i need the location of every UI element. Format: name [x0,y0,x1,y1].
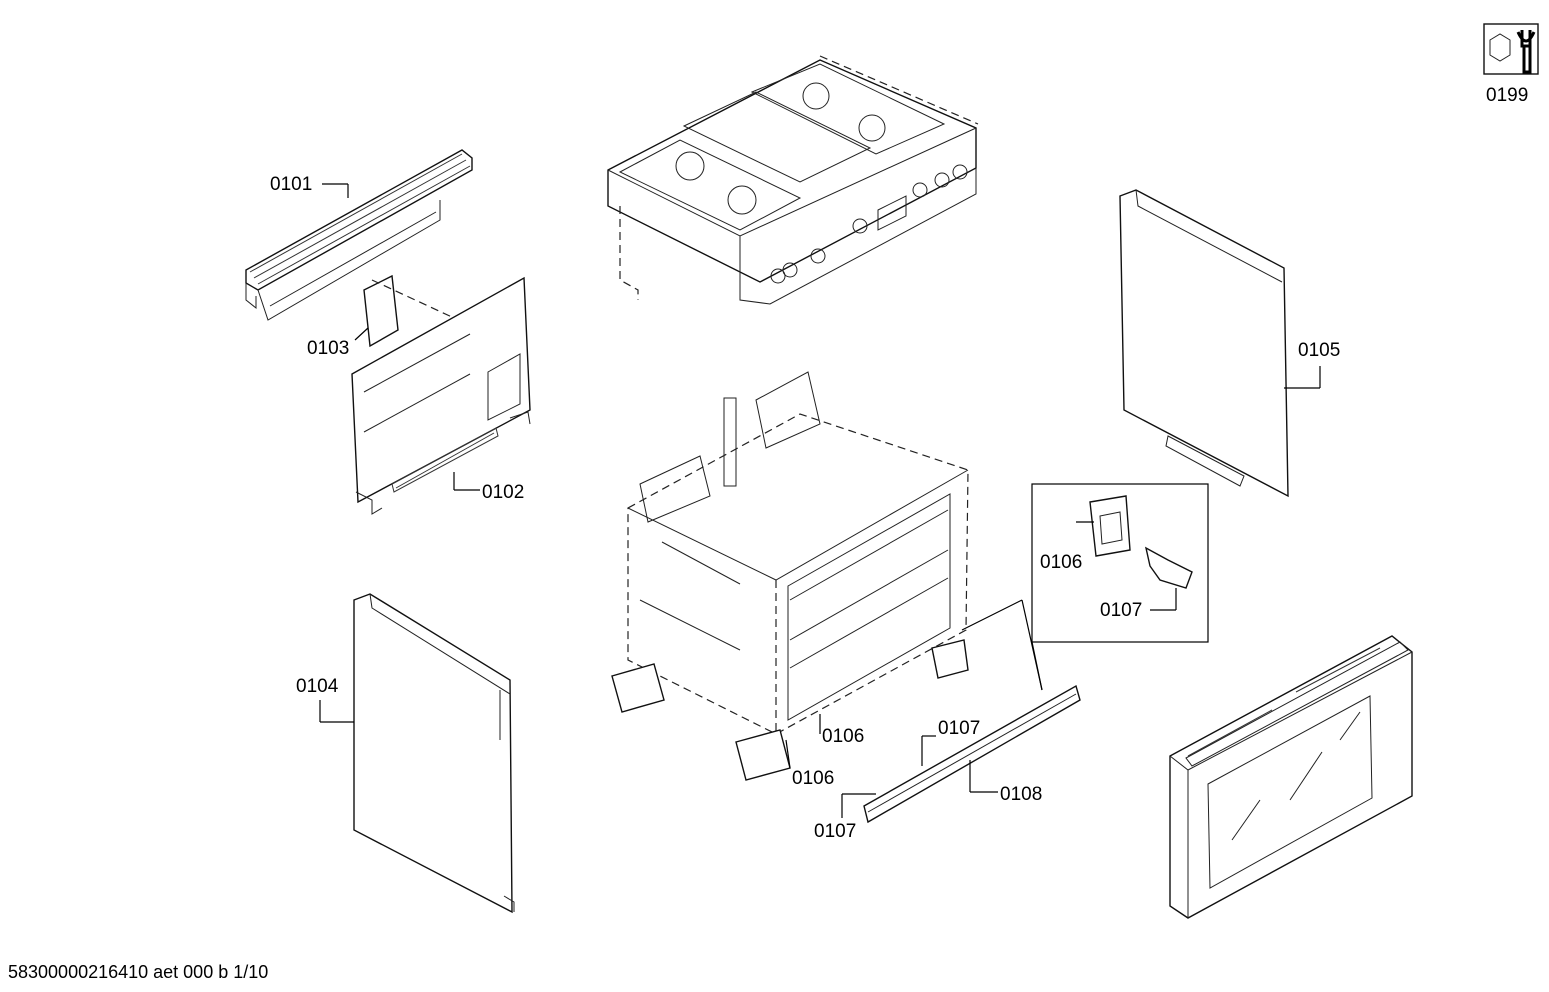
part-0103-small-panel[interactable]: 0103 [307,274,481,359]
part-0108-kick-plate[interactable]: 0108 0107 0107 [814,684,1081,842]
part-label-0108: 0108 [1000,784,1042,805]
part-label-0106-a: 0106 [822,726,864,747]
service-icon[interactable]: 0199 [1483,23,1539,106]
part-0105-right-side-panel[interactable]: 0105 [1119,189,1340,498]
oven-door [1169,635,1413,919]
cooktop-assembly [607,55,979,305]
part-label-0107-detail: 0107 [1100,600,1142,621]
detail-callout-box: 0106 0107 [961,483,1209,691]
part-0104-left-side-panel[interactable]: 0104 [296,593,515,914]
part-label-0104: 0104 [296,676,339,697]
document-id: 58300000216410 aet 000 b 1/10 [8,962,269,982]
part-0101-vent-trim[interactable]: 0101 [245,149,473,321]
part-label-0107-a: 0107 [938,718,980,739]
part-label-0105: 0105 [1298,340,1340,361]
part-label-0102: 0102 [482,482,524,503]
part-label-0106-detail: 0106 [1040,552,1082,573]
detail-part-0107-clip[interactable]: 0107 [1100,546,1193,621]
part-label-0106-b: 0106 [792,768,834,789]
part-label-0107-b: 0107 [814,821,856,842]
service-icon-label: 0199 [1486,85,1528,106]
part-label-0103: 0103 [307,338,349,359]
part-0102-rear-panel[interactable]: 0102 [351,276,531,515]
oven-body: 0106 0106 [611,371,969,789]
part-label-0101: 0101 [270,174,312,195]
detail-part-0106-bracket[interactable]: 0106 [1040,495,1131,573]
